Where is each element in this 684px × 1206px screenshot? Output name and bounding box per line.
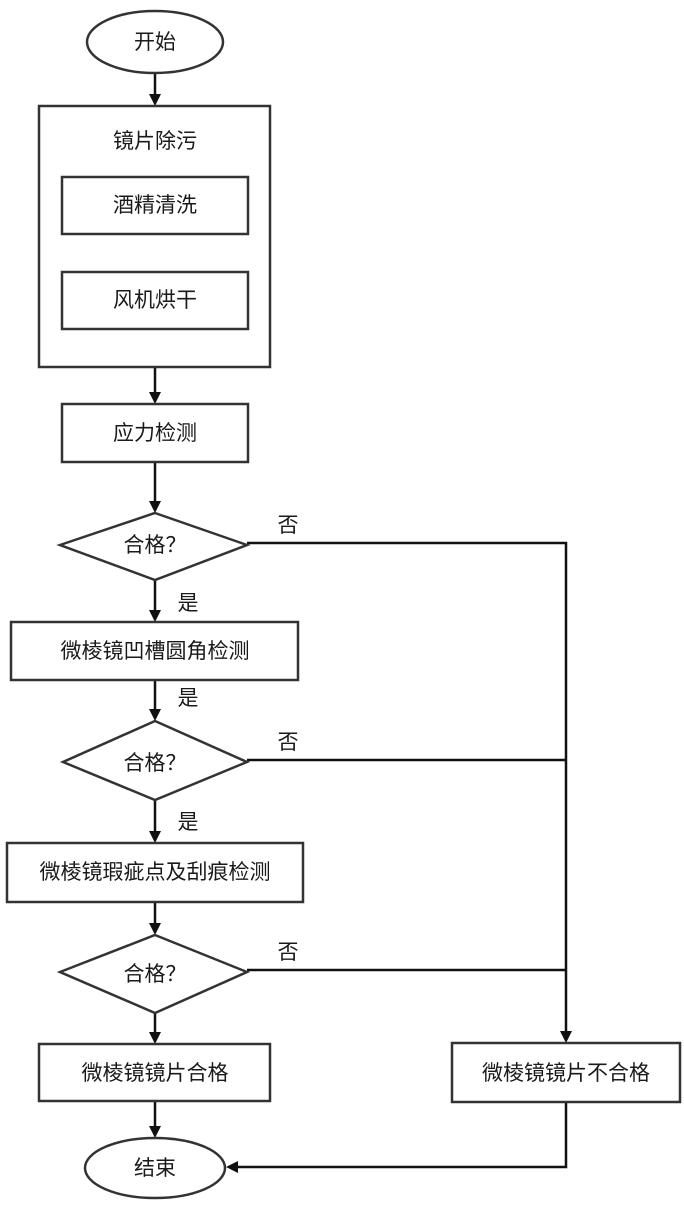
arrowhead bbox=[149, 392, 161, 404]
arrowhead bbox=[560, 1031, 572, 1043]
groove-test-label: 微棱镜凹槽圆角检测 bbox=[61, 639, 250, 663]
arrowhead bbox=[149, 94, 161, 106]
check3-decision: 合格？ bbox=[60, 935, 247, 1013]
end-node: 结束 bbox=[85, 1138, 225, 1198]
arrowhead bbox=[226, 1161, 238, 1173]
pass-result: 微棱镜镜片合格 bbox=[39, 1044, 270, 1101]
arrowhead bbox=[149, 1032, 161, 1044]
start-node: 开始 bbox=[87, 11, 223, 73]
check1-decision: 合格？ bbox=[60, 513, 247, 580]
fan-dry-label: 风机烘干 bbox=[113, 288, 197, 312]
alcohol-wash-step: 酒精清洗 bbox=[62, 177, 248, 234]
defect-test-step: 微棱镜瑕疵点及刮痕检测 bbox=[7, 843, 303, 902]
arrowhead bbox=[149, 501, 161, 513]
start-label: 开始 bbox=[134, 30, 176, 54]
yes-label-3: 是 bbox=[178, 810, 199, 834]
check1-label: 合格？ bbox=[124, 533, 187, 557]
defect-test-label: 微棱镜瑕疵点及刮痕检测 bbox=[40, 860, 271, 884]
arrowhead bbox=[149, 610, 161, 622]
arrowhead bbox=[149, 923, 161, 935]
check2-decision: 合格？ bbox=[63, 721, 247, 800]
groove-test-step: 微棱镜凹槽圆角检测 bbox=[11, 622, 298, 680]
stress-test-label: 应力检测 bbox=[113, 421, 197, 445]
fail-result: 微棱镜镜片不合格 bbox=[452, 1043, 680, 1102]
arrowhead bbox=[149, 1126, 161, 1138]
end-label: 结束 bbox=[134, 1156, 176, 1180]
cleaning-group-title: 镜片除污 bbox=[113, 129, 197, 153]
yes-label-2: 是 bbox=[178, 686, 199, 710]
check2-label: 合格？ bbox=[124, 751, 187, 775]
check3-label: 合格？ bbox=[124, 962, 187, 986]
alcohol-wash-label: 酒精清洗 bbox=[113, 193, 197, 217]
fail-label: 微棱镜镜片不合格 bbox=[482, 1061, 650, 1085]
arrowhead bbox=[149, 709, 161, 721]
no-label-1: 否 bbox=[278, 513, 299, 537]
pass-label: 微棱镜镜片合格 bbox=[82, 1061, 229, 1085]
no-label-2: 否 bbox=[278, 730, 299, 754]
fan-dry-step: 风机烘干 bbox=[62, 272, 248, 329]
edge-fail-to-end bbox=[236, 1102, 566, 1167]
yes-label-1: 是 bbox=[178, 591, 199, 615]
no-label-3: 否 bbox=[278, 940, 299, 964]
arrowhead bbox=[149, 831, 161, 843]
stress-test-step: 应力检测 bbox=[62, 404, 248, 462]
